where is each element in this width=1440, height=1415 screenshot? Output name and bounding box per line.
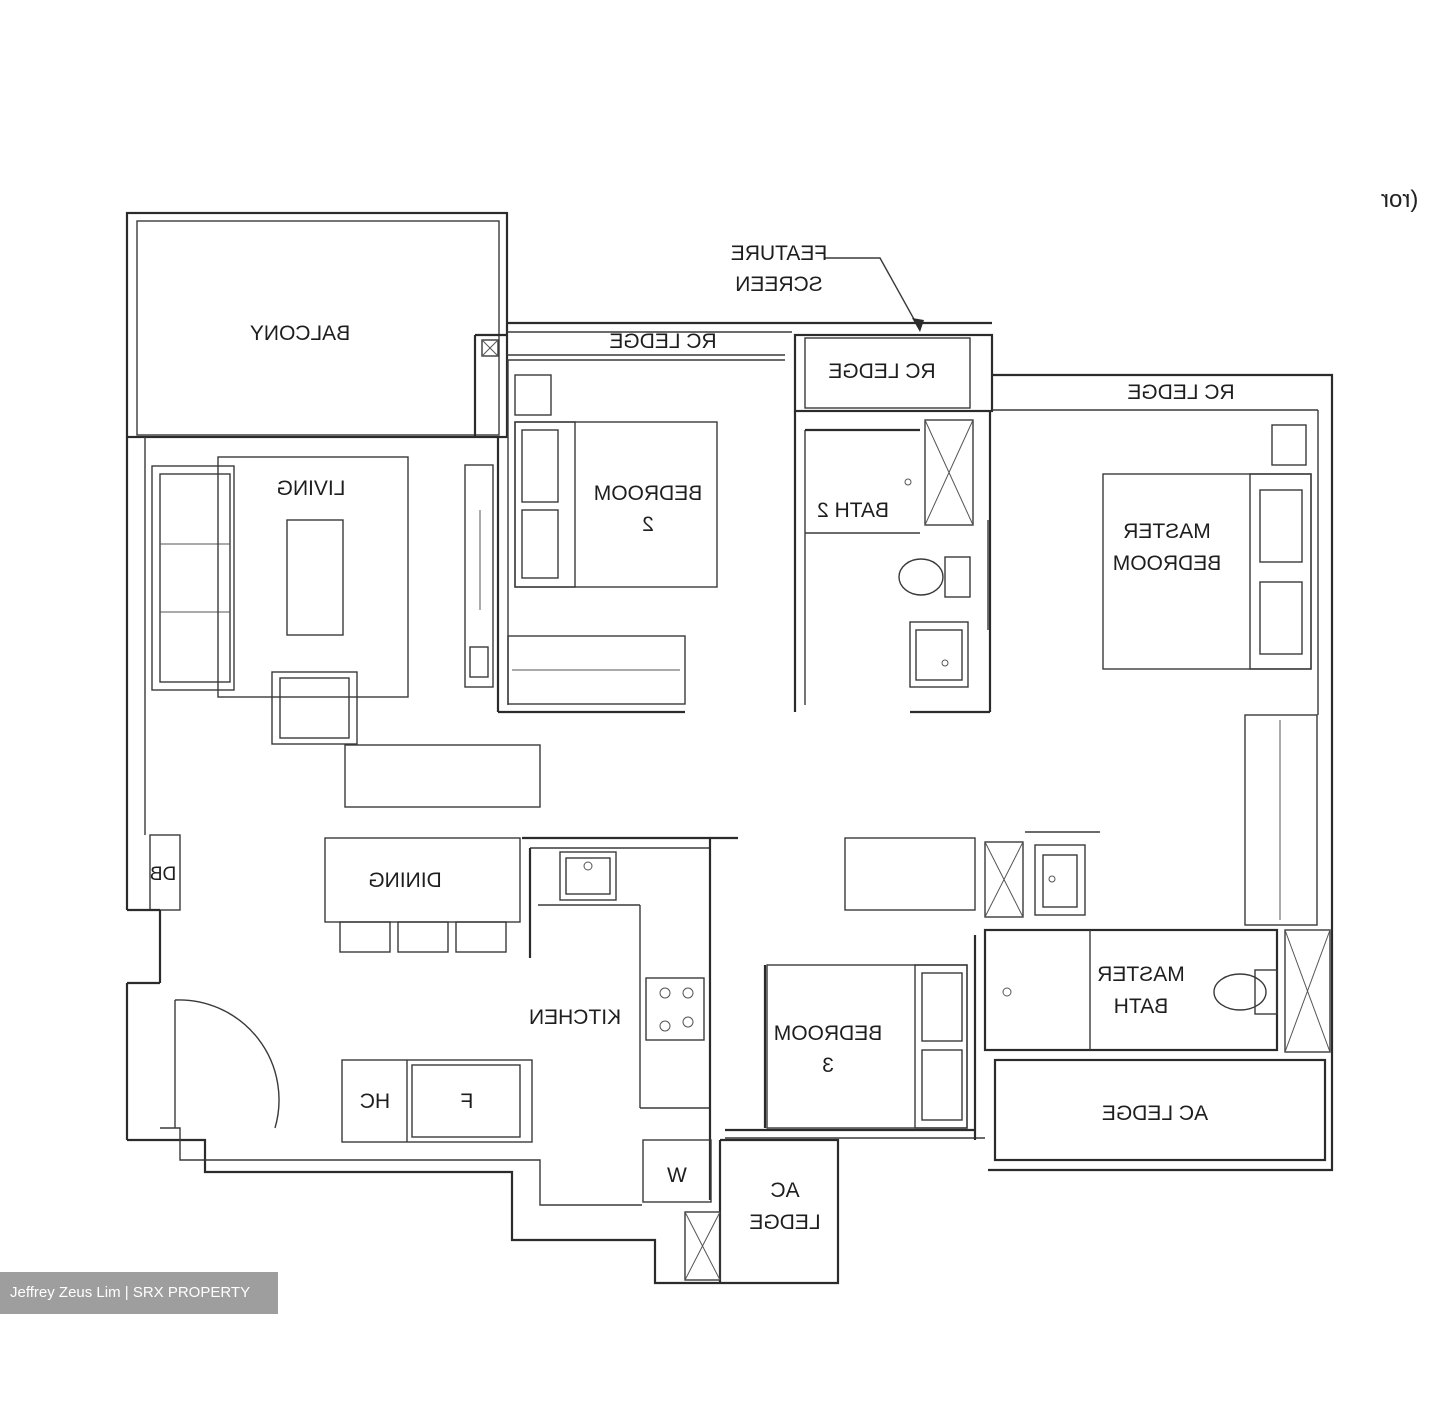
furniture [151, 257, 1318, 1281]
watermark: Jeffrey Zeus Lim | SRX PROPERTY [0, 1272, 278, 1314]
label-master-bedroom-line1: MASTER [1123, 520, 1211, 543]
corner-text: (ror [1381, 186, 1419, 213]
label-rc-ledge-right: RC LEDGE [1127, 381, 1234, 404]
label-bath2: BATH 2 [817, 499, 889, 522]
label-hc: HC [360, 1090, 390, 1113]
label-bedroom2-line1: BEDROOM [594, 482, 703, 505]
label-feature-screen-line1: FEATURE [731, 242, 827, 265]
label-master-bedroom-line2: BEDROOM [1113, 552, 1222, 575]
label-rc-ledge-box: RC LEDGE [828, 360, 935, 383]
label-bedroom2-line2: 2 [642, 513, 654, 536]
label-kitchen: KITCHEN [529, 1006, 621, 1029]
label-bedroom3-line1: BEDROOM [774, 1022, 883, 1045]
label-living: LIVING [277, 477, 346, 500]
label-master-bath-line1: MASTER [1097, 963, 1185, 986]
label-db: DB [150, 864, 176, 885]
outer-walls [125, 211, 1334, 1285]
label-ac-ledge-bottom-line2: LEDGE [749, 1211, 820, 1234]
room-labels: BALCONY LIVING BEDROOM 2 BATH 2 MASTER B… [150, 242, 1235, 1234]
label-dining: DINING [368, 869, 442, 892]
label-rc-ledge-top: RC LEDGE [609, 330, 716, 353]
label-f: F [461, 1090, 474, 1113]
label-bedroom3-line2: 3 [822, 1054, 834, 1077]
label-balcony: BALCONY [250, 322, 350, 345]
label-master-bath-line2: BATH [1114, 995, 1168, 1018]
label-ac-ledge-bottom-line1: AC [770, 1179, 799, 1202]
label-w: W [667, 1164, 687, 1187]
label-ac-ledge-right: AC LEDGE [1102, 1102, 1208, 1125]
label-feature-screen-line2: SCREEN [735, 273, 823, 296]
interior-walls [496, 360, 1331, 1283]
